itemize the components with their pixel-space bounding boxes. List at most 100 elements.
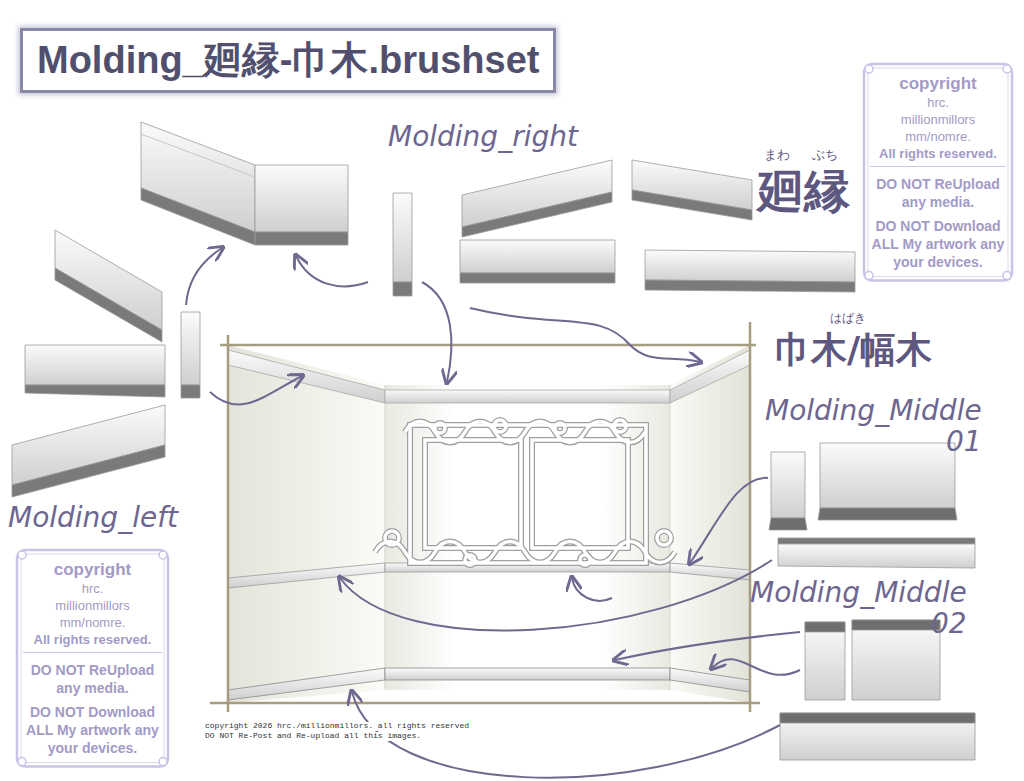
molding-band (393, 282, 412, 296)
watermark-text: mm/nomre. (23, 615, 162, 632)
copyright-note: copyright 2026 hrc./millionmillors. all … (203, 722, 471, 731)
frame-outer (864, 64, 1012, 281)
molding-sample (645, 250, 855, 282)
section-label: Molding_left (8, 503, 178, 534)
crown-molding (385, 390, 670, 403)
pointer-arrow (712, 659, 800, 675)
molding-band (12, 445, 165, 497)
watermark-text: DO NOT Download ALL My artwork any your … (23, 703, 162, 758)
molding-band (460, 273, 615, 283)
watermark-text: DO NOT Download ALL My artwork any your … (870, 217, 1006, 272)
heading-label: 廻縁 (758, 166, 850, 217)
window-frame-shadow (375, 420, 675, 565)
baseboard (670, 668, 750, 692)
watermark-text: All rights reserved. (870, 146, 1006, 167)
watermark-text: DO NOT ReUpload any media. (870, 175, 1006, 211)
molding-sample (25, 345, 165, 385)
molding-band (25, 385, 165, 397)
pointer-arrow (615, 632, 800, 660)
pointer-arrow (186, 248, 222, 305)
window-frame (375, 420, 675, 565)
frame-line (210, 702, 760, 705)
molding-band (632, 190, 752, 220)
watermark-text: hrc. (23, 581, 162, 598)
molding-sample (805, 622, 845, 700)
frame-bow (865, 65, 873, 73)
pointer-arrow (210, 376, 302, 405)
watermark-text: mm/nomre. (870, 129, 1006, 146)
watermark-text: millionmillors (23, 598, 162, 615)
molding-band (55, 268, 162, 342)
crown-molding (670, 350, 750, 403)
crown-molding (228, 350, 385, 403)
frame-bow (159, 551, 167, 559)
molding-sample (778, 544, 975, 568)
watermark-box: copyrighthrc.millionmillorsmm/nomre.All … (15, 548, 170, 769)
room (210, 322, 760, 712)
molding-band (141, 188, 255, 245)
molding-sample (820, 443, 955, 508)
heading-label: 巾木/幅木 (775, 330, 932, 370)
molding-band (805, 622, 845, 632)
pointer-arrow (422, 282, 451, 382)
chair-rail (228, 563, 385, 588)
molding-band (181, 385, 200, 398)
brush-samples (12, 122, 975, 760)
molding-sample (780, 713, 975, 760)
chair-rail (670, 563, 750, 580)
molding-sample (255, 165, 348, 232)
molding-band (818, 508, 957, 520)
section-label: Molding_Middle 02 (750, 578, 967, 640)
frame-bow (18, 758, 26, 766)
frame-bow (865, 272, 873, 280)
watermark-text: copyright (870, 73, 1006, 95)
frame-bow (1003, 272, 1011, 280)
frame-inner (868, 68, 1008, 277)
molding-sample (181, 312, 200, 385)
pointer-arrow (572, 578, 612, 601)
title-text: Molding_廻縁-巾木.brushset (37, 35, 539, 86)
right-wall (670, 345, 750, 703)
furigana: まわ (764, 148, 790, 162)
title-box: Molding_廻縁-巾木.brushset (20, 28, 556, 93)
pointer-arrow (340, 560, 772, 631)
molding-band (462, 192, 612, 237)
molding-sample (771, 452, 805, 518)
left-wall (228, 345, 385, 703)
pointer-arrows (186, 248, 800, 778)
frame-bow (159, 758, 167, 766)
frame-inner (21, 554, 164, 763)
frame-line (220, 344, 756, 347)
molding-sample (852, 620, 940, 700)
furigana: ぶち (812, 148, 838, 162)
baseboard (385, 668, 670, 680)
pointer-arrow (470, 308, 700, 362)
copyright-note: DO NOT Re-Post and Re-upload all this im… (203, 732, 423, 741)
molding-band (255, 232, 348, 245)
watermark-text: hrc. (870, 95, 1006, 112)
molding-band (769, 518, 807, 530)
watermark-text: DO NOT ReUpload any media. (23, 661, 162, 697)
molding-band (852, 620, 940, 630)
pointer-arrow (690, 478, 768, 563)
baseboard (228, 668, 385, 700)
molding-sample (460, 240, 615, 273)
watermark-text: millionmillors (870, 112, 1006, 129)
molding-sample (393, 193, 412, 282)
pointer-arrow (296, 256, 368, 286)
molding-band (778, 538, 975, 544)
section-label: Molding_Middle 01 (765, 396, 982, 458)
molding-band (780, 713, 975, 723)
frame-line (749, 322, 752, 712)
section-label: Molding_right (388, 122, 578, 153)
frame-outer (17, 550, 168, 767)
molding-band (645, 280, 855, 292)
frame-bow (1003, 65, 1011, 73)
frame-line (227, 335, 230, 712)
molding-profile (141, 134, 255, 177)
watermark-box: copyrighthrc.millionmillorsmm/nomre.All … (862, 62, 1014, 283)
frame-bow (18, 551, 26, 559)
watermark-text: copyright (23, 559, 162, 581)
watermark-text: All rights reserved. (23, 632, 162, 653)
